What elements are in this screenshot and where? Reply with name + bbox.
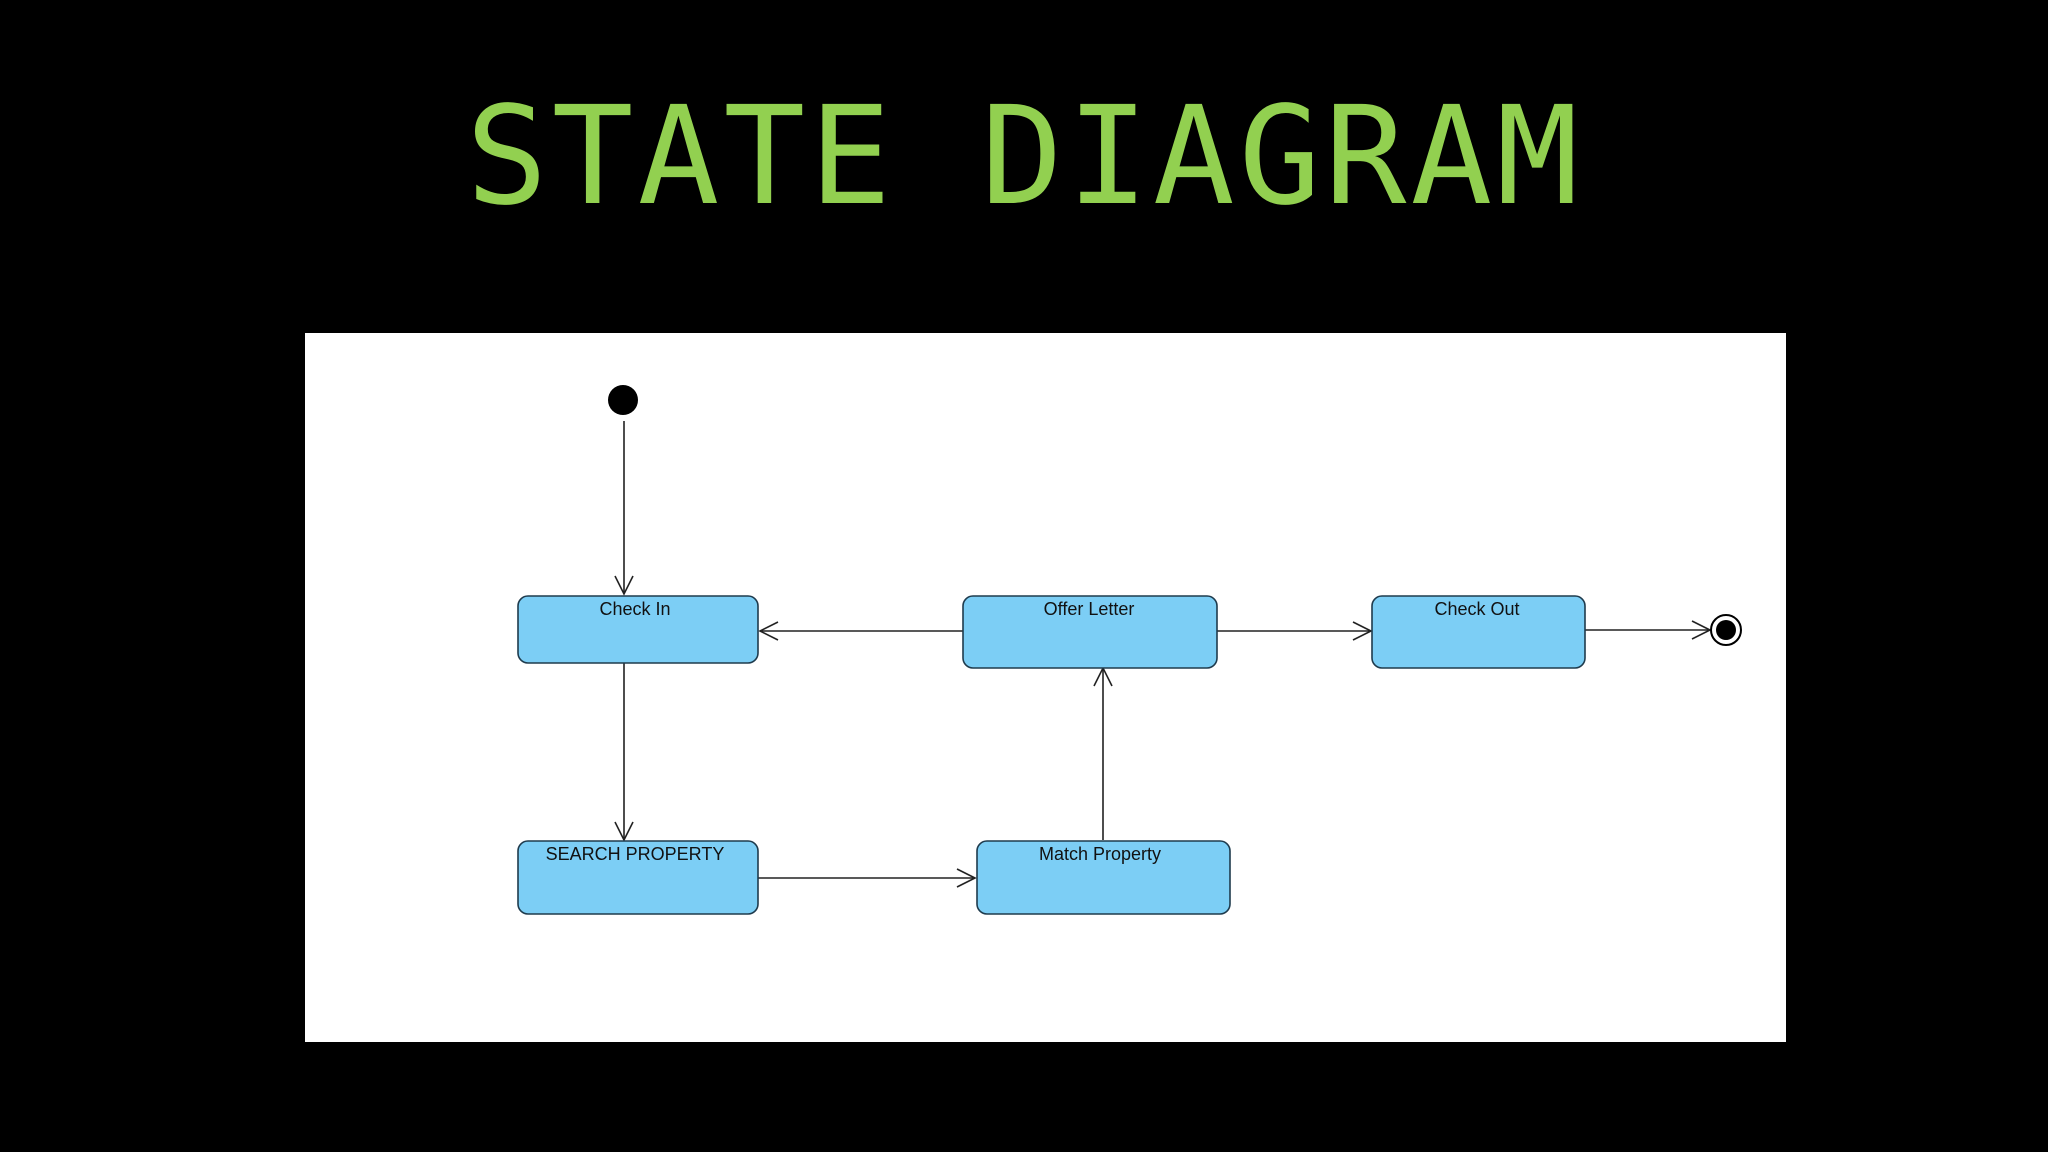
final-state-node [1710, 614, 1742, 646]
state-box [517, 840, 759, 915]
state-label-match-property: Match Property [1039, 844, 1161, 864]
transition-match-property-to-offer-letter [1093, 666, 1113, 840]
state-box [962, 595, 1218, 669]
state-match-property: Match Property [976, 840, 1231, 915]
state-box [1371, 595, 1586, 669]
transition-offer-letter-to-check-out [1217, 621, 1373, 641]
open-arrowhead [614, 575, 634, 596]
open-arrowhead [1352, 621, 1373, 641]
transition-search-property-to-match-property [758, 868, 977, 888]
state-diagram-canvas: Check In SEARCH PROPERTY Match Property … [517, 385, 1742, 915]
state-label-offer-letter: Offer Letter [1044, 599, 1135, 619]
transition-initial-to-check-in [614, 421, 634, 596]
state-label-check-out: Check Out [1434, 599, 1519, 619]
state-box [517, 595, 759, 664]
slide-title: STATE DIAGRAM [465, 78, 1583, 236]
state-label-check-in: Check In [599, 599, 670, 619]
state-check-in: Check In [517, 595, 759, 664]
state-search-property: SEARCH PROPERTY [517, 840, 759, 915]
state-box [976, 840, 1231, 915]
state-label-search-property: SEARCH PROPERTY [546, 844, 725, 864]
initial-state-node [608, 385, 638, 415]
state-offer-letter: Offer Letter [962, 595, 1218, 669]
transition-check-in-to-search-property [614, 663, 634, 842]
open-arrowhead [758, 621, 779, 641]
transition-check-out-to-final [1584, 620, 1712, 640]
state-diagram-panel: Check In SEARCH PROPERTY Match Property … [305, 333, 1786, 1042]
final-state-inner-dot [1716, 620, 1736, 640]
open-arrowhead [614, 821, 634, 842]
open-arrowhead [956, 868, 977, 888]
transition-offer-letter-to-check-in [758, 621, 963, 641]
state-check-out: Check Out [1371, 595, 1586, 669]
